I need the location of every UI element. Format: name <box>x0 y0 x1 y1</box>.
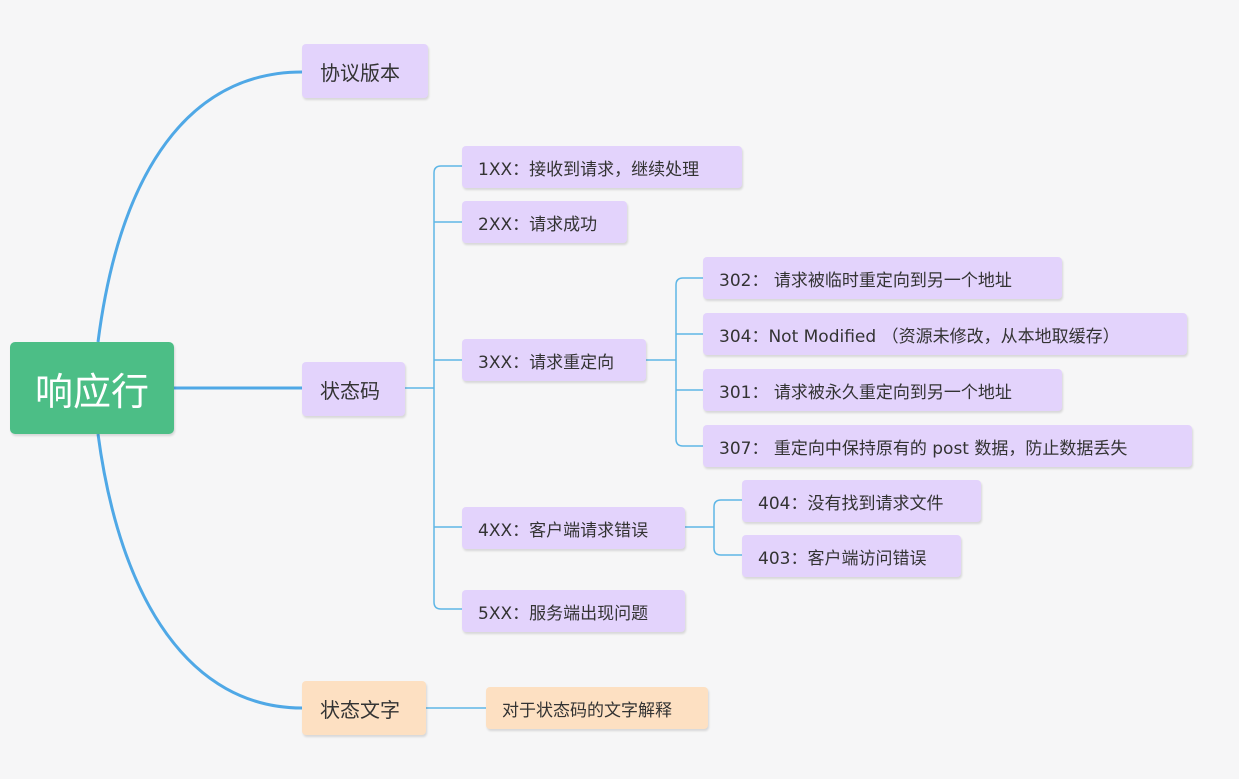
node-status-text-note[interactable]: 对于状态码的文字解释 <box>486 687 708 729</box>
node-4xx[interactable]: 4XX：客户端请求错误 <box>462 507 685 549</box>
root-node[interactable]: 响应行 <box>10 342 174 434</box>
node-304[interactable]: 304：Not Modified （资源未修改，从本地取缓存） <box>703 313 1187 355</box>
link-root-status-text <box>96 433 303 710</box>
node-status-text[interactable]: 状态文字 <box>302 681 426 735</box>
bracket-4xx <box>685 499 742 556</box>
node-302[interactable]: 302： 请求被临时重定向到另一个地址 <box>703 257 1062 299</box>
node-2xx[interactable]: 2XX：请求成功 <box>462 201 627 243</box>
link-root-protocol <box>96 70 303 343</box>
bracket-3xx <box>646 277 703 447</box>
bracket-status-code <box>405 165 462 610</box>
node-404[interactable]: 404：没有找到请求文件 <box>742 480 981 522</box>
node-403[interactable]: 403：客户端访问错误 <box>742 535 961 577</box>
node-1xx[interactable]: 1XX：接收到请求，继续处理 <box>462 146 742 188</box>
node-protocol-version[interactable]: 协议版本 <box>302 44 428 98</box>
node-301[interactable]: 301： 请求被永久重定向到另一个地址 <box>703 369 1062 411</box>
node-5xx[interactable]: 5XX：服务端出现问题 <box>462 590 685 632</box>
node-status-code[interactable]: 状态码 <box>302 362 405 416</box>
node-3xx[interactable]: 3XX：请求重定向 <box>462 339 646 381</box>
node-307[interactable]: 307： 重定向中保持原有的 post 数据，防止数据丢失 <box>703 425 1192 467</box>
